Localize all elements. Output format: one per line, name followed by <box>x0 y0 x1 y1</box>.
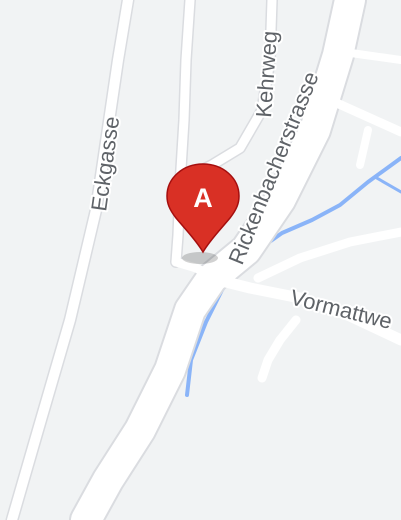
marker-shadow <box>182 252 218 264</box>
marker-body <box>166 163 240 254</box>
side-road-stub <box>356 126 372 169</box>
local-road-west <box>171 0 195 267</box>
marker-label: A <box>193 183 213 213</box>
street-label-kehrweg: Kehrweg <box>251 30 282 118</box>
stream-branch <box>373 175 401 194</box>
side-road-southeast <box>253 227 401 283</box>
side-road-east <box>325 95 401 137</box>
side-road-south <box>257 315 301 383</box>
rickenbacherstrasse-road <box>71 0 365 520</box>
map-pin-icon[interactable]: A <box>166 163 240 264</box>
eckgasse-road <box>7 0 133 520</box>
vormattweg-road <box>204 272 401 346</box>
